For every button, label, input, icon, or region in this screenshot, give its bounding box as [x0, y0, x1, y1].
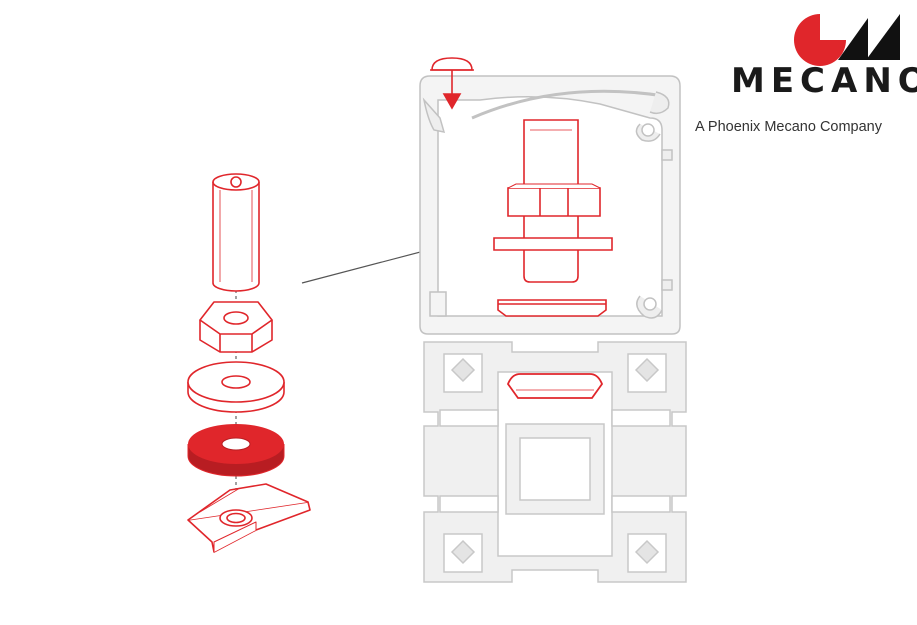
aluminium-extrusion [423, 341, 687, 583]
assembled-view [419, 57, 687, 583]
exploded-parts [187, 173, 311, 553]
mecano-logo-icon [794, 14, 900, 66]
inner-lock-plate [497, 299, 607, 317]
t-slot-nut [187, 483, 311, 553]
end-cap-screw [430, 57, 474, 110]
flat-washer [187, 361, 285, 413]
inner-bolt [493, 119, 613, 283]
hex-nut [199, 301, 273, 353]
spacer-sleeve [212, 173, 260, 292]
lock-washer [187, 424, 285, 477]
brand-name: MECANO [731, 61, 917, 101]
inner-t-nut [506, 373, 604, 399]
brand-tagline: A Phoenix Mecano Company [695, 119, 882, 135]
